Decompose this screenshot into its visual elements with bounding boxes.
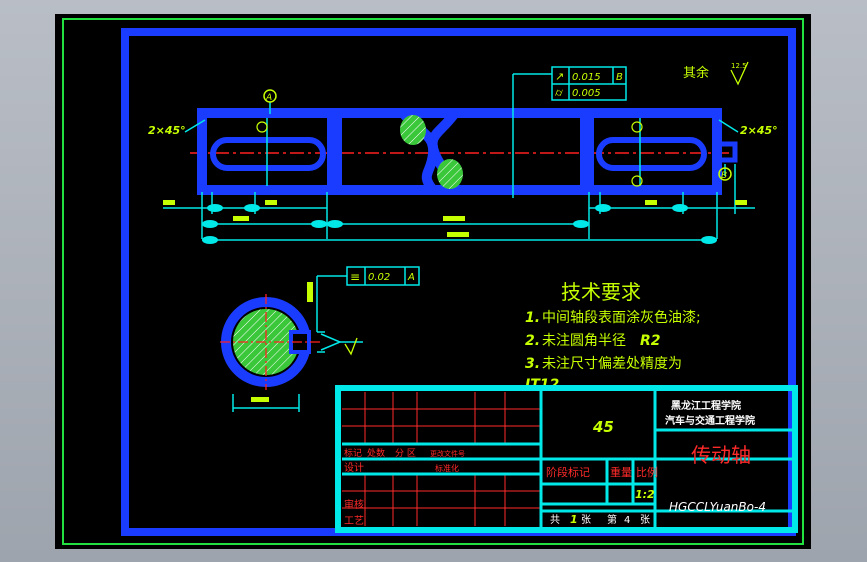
right-keyway bbox=[596, 137, 707, 171]
tech-item-2-text: 未注圆角半径 bbox=[542, 333, 626, 349]
tech-item-3-text: 未注尺寸偏差处精度为 bbox=[542, 356, 682, 372]
roughness-value: 12.5 bbox=[731, 62, 747, 70]
tech-requirements: 技术要求 1. 中间轴段表面涂灰色油漆; 2. 未注圆角半径 R2 3. 未注尺… bbox=[525, 280, 701, 393]
symmetry-datum: A bbox=[407, 272, 415, 283]
material-value: 45 bbox=[592, 418, 614, 436]
tech-item-2-num: 2. bbox=[525, 333, 540, 349]
tech-item-1-num: 1. bbox=[525, 310, 540, 326]
roughness-marks bbox=[256, 121, 643, 187]
left-keyway bbox=[210, 137, 326, 171]
runout-datum: B bbox=[616, 72, 623, 83]
datum-b-label: B bbox=[721, 171, 727, 181]
drawing-number: HGCCLYuanBo-4 bbox=[669, 500, 766, 514]
tb-row-label-1: 处数 bbox=[367, 447, 385, 459]
sheet-unit: 张 bbox=[581, 514, 591, 526]
break-hatch-bottom bbox=[437, 159, 463, 189]
dimension-lines bbox=[163, 164, 755, 241]
datum-b-circle bbox=[718, 167, 732, 181]
sheet-total: 1 bbox=[570, 513, 578, 526]
school-name-1: 黑龙江工程学院 bbox=[671, 399, 741, 412]
tb-design: 设计 bbox=[344, 461, 364, 474]
tolerance-frame-section: ≡ 0.02 A bbox=[317, 266, 420, 286]
symmetry-value: 0.02 bbox=[368, 272, 390, 283]
sheet-no-unit: 张 bbox=[640, 514, 650, 526]
cad-viewport[interactable]: 2×45° 2×45° A B bbox=[55, 14, 811, 549]
runout-value: 0.015 bbox=[572, 72, 601, 83]
runout-symbol: ↗ bbox=[555, 70, 564, 83]
tolerance-frame-main: ↗ 0.015 B ⌭ 0.005 bbox=[551, 66, 627, 101]
section-view bbox=[220, 276, 363, 412]
title-block: 45 黑龙江工程学院 汽车与交通工程学院 传动轴 HGCCLYuanBo-4 标… bbox=[335, 385, 798, 533]
tb-scale-label: 比例 bbox=[636, 465, 658, 479]
tech-item-3-num: 3. bbox=[525, 356, 540, 372]
shaft-main-view: 2×45° 2×45° A B bbox=[148, 73, 778, 244]
sheet-no: 4 bbox=[624, 515, 630, 526]
chamfer-right-leader bbox=[718, 119, 739, 133]
cylindricity-symbol: ⌭ bbox=[555, 86, 563, 99]
tb-row-label-0: 标记 bbox=[344, 447, 362, 459]
cylindricity-value: 0.005 bbox=[572, 88, 601, 99]
dimension-value-marks bbox=[163, 200, 747, 237]
chamfer-left-leader bbox=[184, 119, 206, 133]
break-hatch-top bbox=[400, 115, 426, 145]
roughness-symbol-icon bbox=[730, 61, 749, 86]
datum-a-circle bbox=[263, 89, 277, 103]
tb-stage-mark: 阶段标记 bbox=[546, 465, 590, 479]
tb-weight: 重量 bbox=[610, 465, 632, 479]
tb-scale-value: 1:2 bbox=[635, 488, 655, 501]
outer-frame bbox=[62, 18, 804, 545]
tb-standardization: 标准化 bbox=[435, 463, 459, 473]
tech-item-2-highlight: R2 bbox=[640, 333, 661, 349]
drawing-title: 传动轴 bbox=[691, 443, 751, 467]
datum-a-label: A bbox=[265, 93, 272, 103]
sheet-total-label: 共 bbox=[550, 514, 560, 526]
tb-row-label-3: 更改文件号 bbox=[430, 449, 465, 458]
shaft-right-journal bbox=[584, 108, 722, 195]
symmetry-symbol: ≡ bbox=[350, 270, 360, 284]
drawing-canvas: 2×45° 2×45° A B bbox=[62, 18, 804, 545]
chamfer-right-label: 2×45° bbox=[740, 124, 778, 137]
shaft-end-stub bbox=[714, 141, 738, 163]
tb-row-label-2: 分 区 bbox=[395, 448, 416, 459]
tb-process: 工艺 bbox=[344, 515, 364, 527]
dimension-arrowheads bbox=[202, 204, 717, 244]
tech-title: 技术要求 bbox=[561, 280, 641, 304]
school-name-2: 汽车与交通工程学院 bbox=[665, 414, 755, 427]
tb-review: 审核 bbox=[344, 498, 364, 511]
chamfer-left-label: 2×45° bbox=[148, 124, 186, 137]
roughness-label: 其余 bbox=[683, 65, 709, 81]
tech-item-1-text: 中间轴段表面涂灰色油漆; bbox=[542, 309, 701, 326]
sheet-no-label: 第 bbox=[607, 513, 617, 526]
